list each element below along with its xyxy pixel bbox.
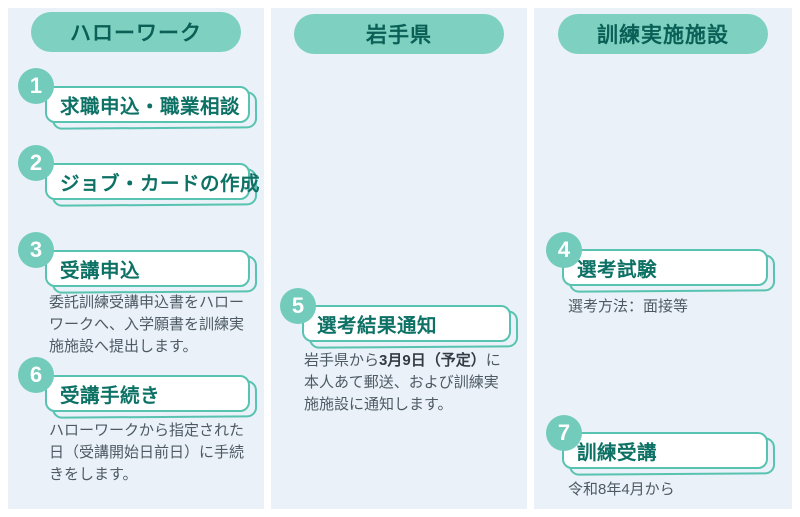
step-5-box: 選考結果通知 xyxy=(302,305,511,342)
step-6-description: ハローワークから指定された日（受講開始日前日）に手続きをします。 xyxy=(49,422,245,483)
step-2-title: ジョブ・カードの作成 xyxy=(60,173,261,195)
step-5-description-prefix: 岩手県から xyxy=(304,352,380,369)
step-4-number-badge: 4 xyxy=(546,232,582,268)
column-header-training-facility: 訓練実施施設 xyxy=(558,14,768,54)
step-6-title: 受講手続き xyxy=(60,385,161,407)
step-1-number-badge: 1 xyxy=(18,68,54,104)
step-6-box: 受講手続き xyxy=(45,375,250,412)
column-iwate-prefecture: 岩手県 選考結果通知 5 岩手県から3月9日（予定）に本人あて郵送、および訓練実… xyxy=(271,8,527,509)
step-3-number-badge: 3 xyxy=(18,232,54,268)
column-training-facility: 訓練実施施設 選考試験 4 選考方法：面接等 訓練受講 7 令和8年4月から xyxy=(534,8,792,509)
step-3-title: 受講申込 xyxy=(60,260,141,282)
step-4-title: 選考試験 xyxy=(577,259,658,281)
step-3-box: 受講申込 xyxy=(45,250,250,287)
step-5-description-suffix: に本人あて郵送、および訓練実施施設に通知します。 xyxy=(304,352,501,413)
step-7-box: 訓練受講 xyxy=(562,432,768,469)
step-4-description: 選考方法：面接等 xyxy=(568,298,689,315)
step-4-box: 選考試験 xyxy=(562,249,768,286)
step-7-number-badge: 7 xyxy=(546,415,582,451)
step-3-description: 委託訓練受講申込書をハローワークへ、入学願書を訓練実施施設へ提出します。 xyxy=(49,294,245,355)
step-5-description: 岩手県から3月9日（予定）に本人あて郵送、および訓練実施施設に通知します。 xyxy=(304,350,512,416)
column-header-hellowork: ハローワーク xyxy=(31,12,241,52)
step-1-box: 求職申込・職業相談 xyxy=(45,86,250,123)
step-7-description: 令和8年4月から xyxy=(568,481,675,498)
step-1-title: 求職申込・職業相談 xyxy=(60,96,241,118)
step-5-number-badge: 5 xyxy=(280,288,316,324)
column-header-iwate-prefecture: 岩手県 xyxy=(294,14,504,54)
step-7-title: 訓練受講 xyxy=(577,442,658,464)
step-5-title: 選考結果通知 xyxy=(317,315,438,337)
step-2-number-badge: 2 xyxy=(18,145,54,181)
step-6-number-badge: 6 xyxy=(18,357,54,393)
step-2-box: ジョブ・カードの作成 xyxy=(45,163,260,200)
column-hellowork: ハローワーク 求職申込・職業相談 1 ジョブ・カードの作成 2 受講申込 3 委… xyxy=(8,8,264,509)
step-5-description-date: 3月9日（予定） xyxy=(379,352,486,369)
